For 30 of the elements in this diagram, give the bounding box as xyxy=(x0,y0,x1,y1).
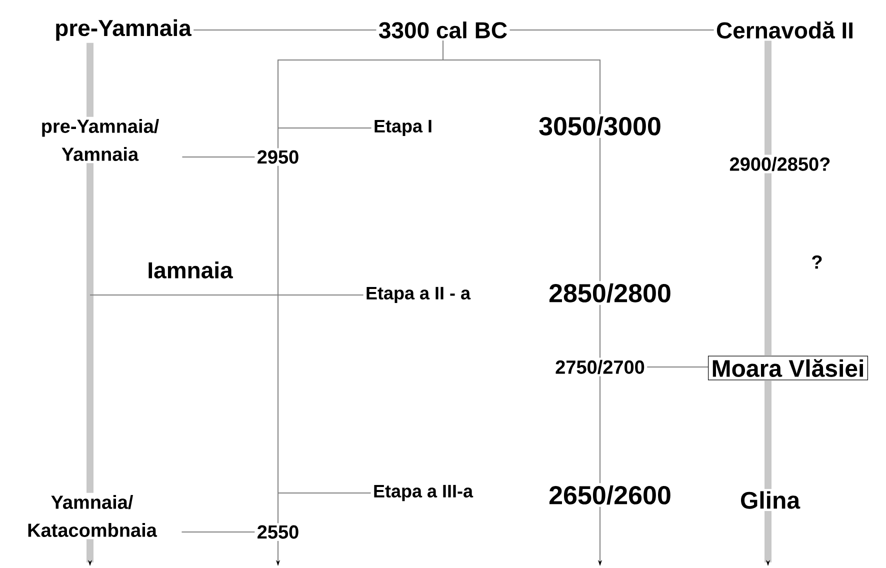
culture-label: Cernavodă II xyxy=(716,21,852,39)
date-label: 2850/2800 xyxy=(549,283,670,303)
date-label: 2550 xyxy=(258,525,298,539)
connector-line xyxy=(646,366,708,368)
culture-label: pre-Yamnaia/ Yamnaia xyxy=(42,119,159,161)
date-label: 2750/2700 xyxy=(556,360,644,374)
date-label: 2650/2600 xyxy=(549,485,670,505)
phase-label: Etapa a II - a xyxy=(366,286,471,304)
date-label: 2900/2850? xyxy=(730,156,830,172)
timeline-bar xyxy=(764,40,772,155)
phase-label: Etapa a III-a xyxy=(374,484,474,502)
culture-label: pre-Yamnaia xyxy=(56,19,192,41)
connector-line xyxy=(278,492,372,524)
date-label: 2950 xyxy=(258,150,298,164)
culture-label: Glina xyxy=(741,491,800,509)
culture-label: Iamnaia xyxy=(148,262,233,278)
connector-line xyxy=(278,128,372,149)
connector-line xyxy=(182,156,256,158)
connector-line xyxy=(90,294,364,296)
timeline-bar xyxy=(86,42,94,117)
phase-label: Etapa I xyxy=(374,120,432,136)
question-mark: ? xyxy=(812,255,822,269)
connector-line xyxy=(442,40,600,115)
timeline-bar xyxy=(86,163,94,493)
date-label: 3050/3000 xyxy=(539,116,660,136)
timeline-bar xyxy=(764,173,772,356)
culture-box: Moara Vlăsiei xyxy=(708,356,868,380)
culture-label: Yamnaia/ Katacombnaia xyxy=(28,495,158,537)
timeline-bar xyxy=(764,380,772,489)
date-label: 3300 cal BC xyxy=(378,22,507,38)
